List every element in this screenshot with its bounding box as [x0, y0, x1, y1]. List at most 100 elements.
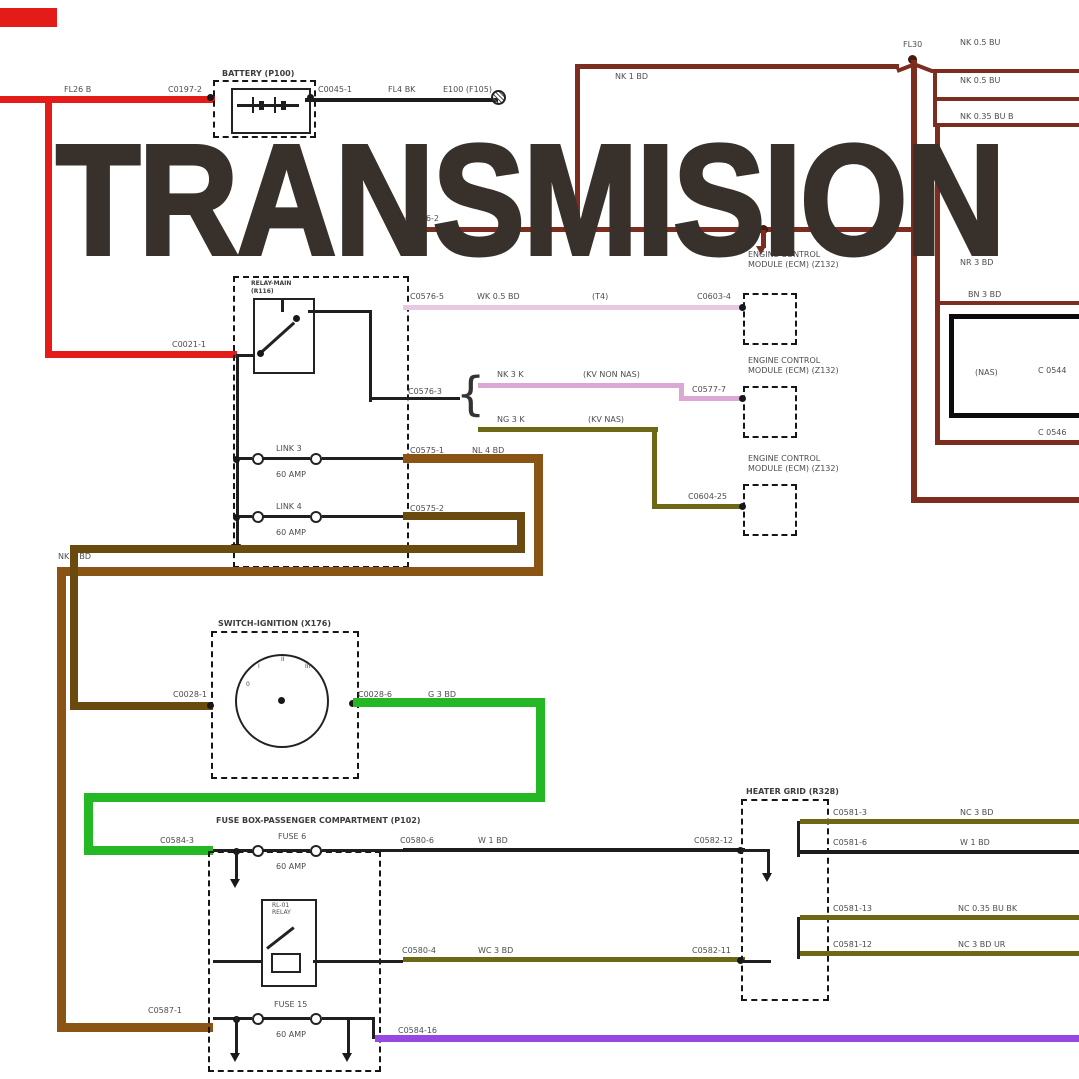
wire-olive-heater-out4	[800, 951, 1079, 956]
heater-in-stub	[741, 849, 769, 852]
relay-bus-vertical	[236, 354, 239, 546]
wire-label-nk1bd: NK 1 BD	[615, 72, 649, 81]
ignition-pos-3: III	[305, 663, 311, 670]
battery-wire-out: FL4 BK	[388, 85, 416, 94]
main-relay-ref: (R116)	[251, 288, 274, 295]
wire-label-fl26: FL26 B	[64, 85, 92, 94]
junction-dot-fl30	[908, 55, 917, 64]
link3-out-stub	[322, 457, 403, 460]
out1-conn: C0576-5	[410, 292, 444, 301]
heater-out2-wire: W 1 BD	[960, 838, 990, 847]
ignition-title: SWITCH-IGNITION (X176)	[218, 619, 332, 628]
wire-green-v2	[84, 793, 93, 855]
wire-black-battery-ground	[305, 98, 498, 102]
link3-conn: C0575-1	[410, 446, 444, 455]
battery-box	[213, 80, 316, 138]
out1-note: (T4)	[592, 292, 609, 301]
fusebox-green-conn: C0584-3	[160, 836, 194, 845]
wire-brown-return	[57, 567, 543, 576]
ecm3-box	[743, 484, 797, 536]
battery-plate-icon	[274, 97, 276, 113]
ignition-conn-in: C0028-1	[173, 690, 207, 699]
ignition-pos-0: 0	[246, 681, 250, 688]
junction-label-fl30: FL30	[903, 40, 923, 49]
fuse-terminal-icon	[310, 845, 322, 857]
heater-link-v1	[797, 821, 800, 857]
ignition-pos-2: II	[281, 656, 285, 663]
wire-magenta-out2a-end	[679, 396, 745, 401]
link4-name: LINK 4	[276, 502, 302, 511]
wire-label-nk05bu-1: NK 0.5 BU	[960, 38, 1001, 47]
wire-maroon-top-run	[575, 64, 899, 69]
relay-out-stub-1	[308, 310, 372, 313]
fbrelay-conn: C0580-4	[402, 946, 436, 955]
ignition-center-dot	[278, 697, 285, 704]
link3-element	[263, 457, 310, 460]
ignition-wire-out: G 3 BD	[428, 690, 457, 699]
split-brace: {	[456, 367, 486, 421]
transmission-overlay-title: TRANSMISION	[54, 113, 1007, 288]
relay-terminal-dot	[257, 350, 264, 357]
ignition-dial-icon	[235, 654, 329, 748]
out2a-dest: C0577-7	[692, 385, 726, 394]
heater-title: HEATER GRID (R328)	[746, 787, 839, 796]
fusebox-relay-box	[261, 899, 317, 987]
wire-maroon-outer-vertical	[911, 60, 917, 503]
ecm1-label-line1: ENGINE CONTROL	[748, 250, 821, 259]
ecm2-label-line2: MODULE (ECM) (Z132)	[748, 366, 839, 375]
relay-stub	[281, 300, 284, 312]
heater-out2-conn: C0581-6	[833, 838, 867, 847]
wire-red-to-relay	[45, 351, 237, 358]
link4-amp: 60 AMP	[276, 528, 306, 537]
junction-dot	[739, 503, 746, 510]
wire-olive-heater-out3	[800, 915, 1079, 920]
fuse6-dest: C0582-12	[694, 836, 734, 845]
arrow-down-icon	[230, 1053, 240, 1062]
junction-dot	[737, 957, 744, 964]
heater-out1-conn: C0581-3	[833, 808, 867, 817]
relay-symbol-box	[253, 298, 315, 374]
out2b-wire: NG 3 K	[497, 415, 525, 424]
wire-black-fuse6-to-heater	[403, 848, 745, 852]
heater-link-v2	[797, 917, 800, 959]
wire-maroon-bn-run	[935, 301, 1079, 305]
wire-olive-out2b-v	[652, 427, 657, 509]
out2a-note: (KV NON NAS)	[583, 370, 640, 379]
edge-conn-2: C 0546	[1038, 428, 1067, 437]
fusebox-bus-stub	[235, 849, 238, 881]
heater-out1-wire: NC 3 BD	[960, 808, 994, 817]
out2-conn: C0576-3	[408, 387, 442, 396]
out2-stub	[403, 397, 460, 400]
arrow-down-icon	[756, 246, 766, 255]
heater-out4-wire: NC 3 BD UR	[958, 940, 1006, 949]
heater-drop	[767, 849, 770, 875]
battery-plate-icon	[252, 97, 254, 113]
battery-symbol-box	[231, 88, 311, 134]
wire-green-return	[84, 793, 545, 802]
battery-conn-in: C0197-2	[168, 85, 202, 94]
fuse6-amp: 60 AMP	[276, 862, 306, 871]
wire-maroon-inner-bottom	[935, 440, 1079, 445]
ecm3-label-line2: MODULE (ECM) (Z132)	[748, 464, 839, 473]
wire-label-bn3bd: BN 3 BD	[968, 290, 1002, 299]
battery-plate-icon	[259, 101, 264, 110]
link4-out-stub	[322, 515, 403, 518]
junction-dot	[233, 456, 240, 463]
link3-wire: NL 4 BD	[472, 446, 505, 455]
ignition-pos-1: I	[258, 663, 260, 670]
branch-conn-label: C0576-2	[405, 214, 439, 223]
wire-green-v1	[536, 698, 545, 802]
fuse-terminal-icon	[310, 1013, 322, 1025]
heater-out3-wire: NC 0.35 BU BK	[958, 904, 1018, 913]
fbrelay-wire: WC 3 BD	[478, 946, 514, 955]
fuse15-element	[263, 1017, 310, 1020]
wire-brown-link3-v	[534, 454, 543, 576]
wire-maroon-right-2	[935, 97, 1079, 101]
link3-amp: 60 AMP	[276, 470, 306, 479]
wire-olive-heater-out1	[800, 819, 1079, 824]
purple-riser	[372, 1017, 375, 1039]
wire-red-vertical-left	[45, 96, 52, 358]
wire-label-nr3bd: NR 3 BD	[960, 258, 994, 267]
junction-dot	[207, 94, 214, 101]
wire-brown-left-vertical	[57, 567, 66, 1032]
